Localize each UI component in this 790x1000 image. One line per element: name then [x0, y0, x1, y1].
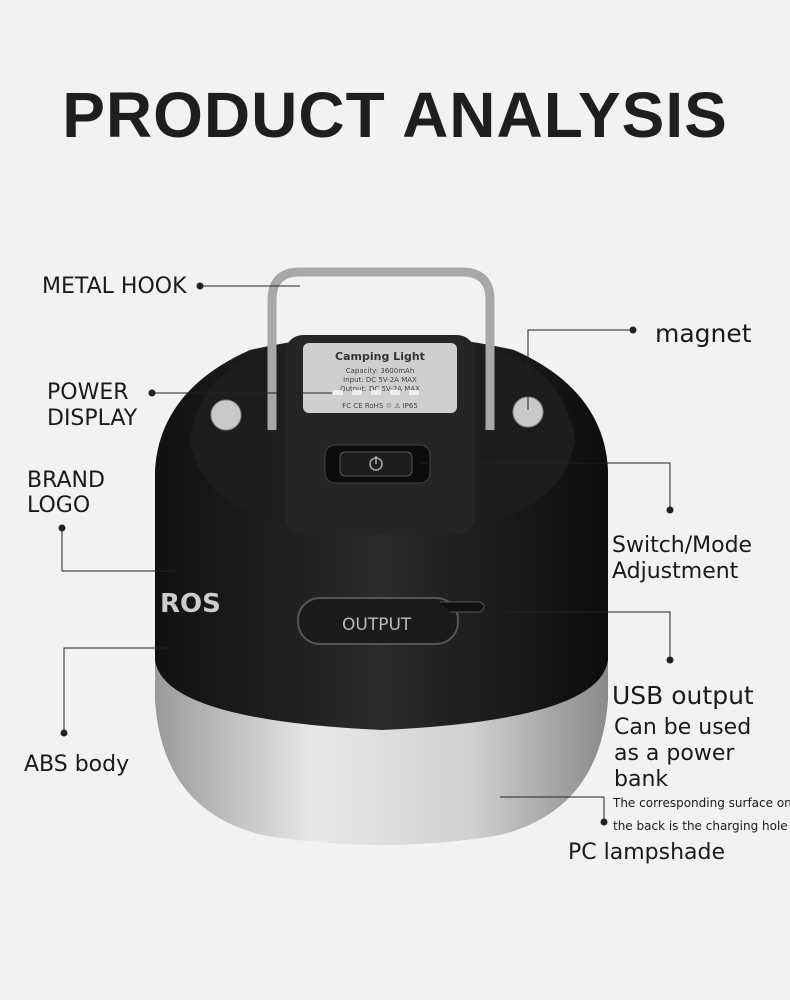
spec-plate: [303, 343, 457, 413]
plate-title: Camping Light: [335, 350, 425, 363]
label-usb-output: USB output: [612, 681, 754, 710]
label-charging-1: The corresponding surface on: [613, 796, 790, 810]
label-power-display-1: POWER: [47, 380, 129, 405]
label-abs-body: ABS body: [24, 752, 130, 777]
output-port-label: OUTPUT: [342, 615, 412, 635]
label-usb-desc-2: as a power: [614, 741, 735, 766]
plate-certs: FC CE RoHS ♲ ⚠ IP65: [342, 402, 418, 410]
label-switch-2: Adjustment: [612, 559, 739, 584]
label-switch-1: Switch/Mode: [612, 533, 753, 558]
magnet-left: [210, 399, 242, 431]
label-power-display-2: DISPLAY: [47, 406, 138, 431]
label-usb-desc-3: bank: [614, 767, 669, 792]
label-brand-logo-1: BRAND: [27, 468, 105, 493]
leader-lines: [61, 285, 671, 822]
label-brand-logo-2: LOGO: [27, 493, 91, 518]
leader-dots: [58, 282, 674, 826]
brand-logo: ROS: [160, 589, 221, 619]
plate-output: Output: DC 5V-2A MAX: [340, 385, 420, 393]
power-button[interactable]: [324, 444, 431, 484]
plate-capacity: Capacity: 3600mAh: [346, 367, 415, 375]
label-magnet: magnet: [655, 319, 752, 348]
label-pc-lampshade: PC lampshade: [568, 840, 725, 865]
label-usb-desc-1: Can be used: [614, 715, 752, 740]
metal-hook: [267, 267, 495, 430]
label-charging-2: the back is the charging hole: [613, 819, 788, 833]
output-port: [297, 597, 459, 645]
label-metal-hook: METAL HOOK: [42, 274, 187, 299]
page-title: PRODUCT ANALYSIS: [62, 79, 728, 151]
plate-input: Input: DC 5V-2A MAX: [343, 376, 417, 384]
power-display-leds: [333, 390, 419, 395]
